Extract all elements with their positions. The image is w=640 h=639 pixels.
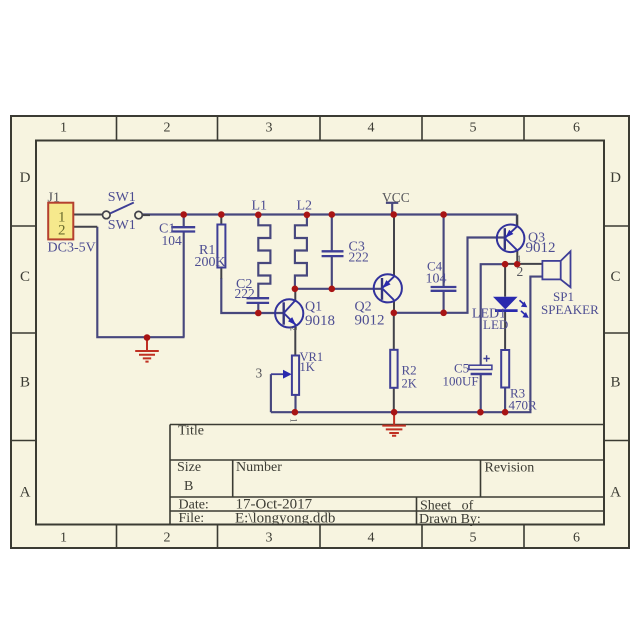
svg-text:4: 4 [368,531,375,546]
svg-text:R1: R1 [199,243,215,258]
svg-text:6: 6 [573,121,580,136]
svg-text:5: 5 [470,531,477,546]
svg-text:Q3: Q3 [528,230,545,245]
svg-text:5: 5 [470,121,477,136]
svg-text:17-Oct-2017: 17-Oct-2017 [236,497,313,513]
svg-text:Drawn By:: Drawn By: [419,512,481,527]
svg-text:Revision: Revision [485,461,535,476]
svg-text:2K: 2K [402,377,417,391]
svg-text:Sheet of: Sheet of [420,499,474,514]
svg-text:C5: C5 [454,361,469,376]
svg-text:Title: Title [178,424,204,439]
svg-text:104: 104 [162,233,183,248]
svg-text:200K: 200K [195,255,226,270]
svg-text:1K: 1K [300,360,315,374]
svg-text:9012: 9012 [355,313,385,329]
svg-text:Number: Number [236,460,282,475]
svg-text:Size: Size [177,460,201,475]
svg-text:SPEAKER: SPEAKER [541,302,599,317]
svg-text:VCC: VCC [382,190,410,205]
svg-text:C2: C2 [236,277,252,292]
svg-text:9012: 9012 [526,240,556,256]
svg-text:1: 1 [517,255,522,265]
svg-text:B: B [184,479,193,494]
svg-text:C: C [20,269,30,285]
svg-text:C3: C3 [349,240,365,255]
svg-text:DC3-5V: DC3-5V [48,241,96,256]
svg-text:L1: L1 [252,199,268,214]
svg-text:C1: C1 [159,222,175,237]
svg-text:E:\longyong.ddb: E:\longyong.ddb [235,511,335,527]
svg-text:LED: LED [483,317,508,332]
svg-text:LED1: LED1 [472,307,506,322]
svg-text:1: 1 [60,531,67,546]
svg-text:4: 4 [368,121,375,136]
svg-text:L2: L2 [297,199,313,214]
svg-text:A: A [20,485,31,501]
svg-text:3: 3 [266,531,273,546]
svg-text:SW1: SW1 [108,190,136,205]
svg-text:1: 1 [60,121,67,136]
svg-text:J1: J1 [48,191,60,206]
svg-text:C4: C4 [427,259,443,274]
svg-text:2: 2 [164,121,171,136]
svg-text:3: 3 [256,366,263,381]
svg-text:9018: 9018 [305,313,335,329]
svg-text:B: B [610,375,620,391]
svg-text:R2: R2 [402,363,417,378]
svg-text:VR1: VR1 [300,350,324,364]
svg-text:Q2: Q2 [355,300,372,315]
svg-text:222: 222 [349,250,369,265]
svg-text:B: B [20,375,30,391]
svg-text:SP1: SP1 [553,289,574,304]
svg-text:Date:: Date: [179,498,209,513]
svg-text:C: C [610,269,620,285]
svg-text:Q1: Q1 [305,300,322,315]
svg-text:2: 2 [288,326,298,331]
svg-text:SW1: SW1 [108,218,136,233]
svg-text:R3: R3 [510,386,525,401]
svg-text:222: 222 [235,286,255,301]
svg-text:D: D [610,170,621,186]
svg-text:3: 3 [266,121,273,136]
svg-text:2: 2 [58,222,66,238]
svg-text:2: 2 [517,264,524,279]
svg-text:2: 2 [164,531,171,546]
svg-text:File:: File: [179,511,205,526]
svg-text:470R: 470R [509,398,538,413]
svg-text:104: 104 [426,272,447,287]
svg-text:A: A [610,485,621,501]
svg-text:6: 6 [573,531,580,546]
svg-text:D: D [20,170,31,186]
svg-text:1: 1 [288,418,298,423]
svg-text:100UF: 100UF [443,374,479,389]
svg-text:1: 1 [58,209,66,225]
